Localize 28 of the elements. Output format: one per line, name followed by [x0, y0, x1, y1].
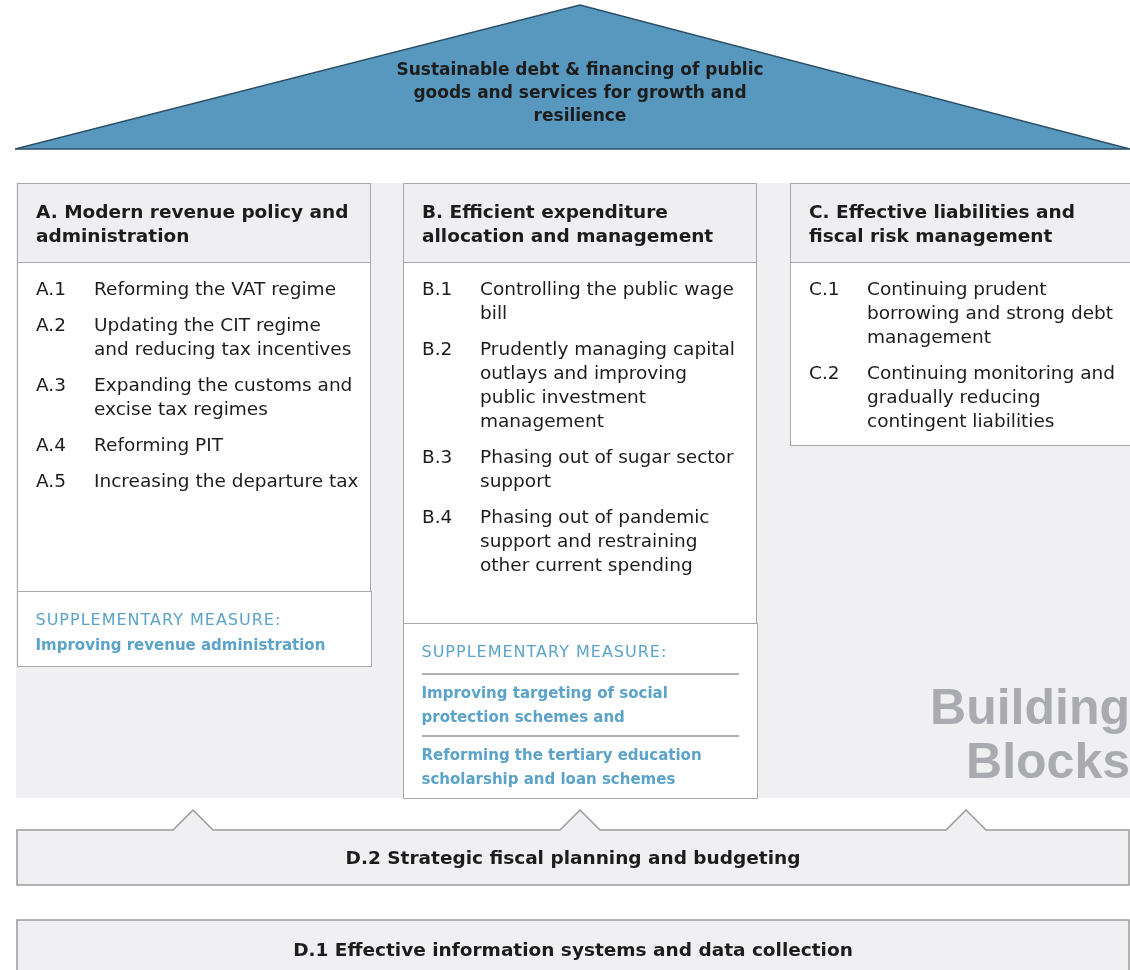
- band-text: D.2 Strategic fiscal planning and budgeting: [344, 846, 802, 870]
- measure-item: C.1 Continuing prudent borrowing and strong debt management: [809, 277, 1115, 349]
- watermark-title: Building Blocks: [929, 680, 1130, 788]
- column-heading: A. Modern revenue policy and administration: [18, 184, 370, 263]
- column-card: [403, 183, 757, 798]
- column-card: [17, 183, 371, 666]
- column-heading: B. Efficient expenditure allocation and management: [404, 184, 756, 263]
- band-text: D.1 Effective information systems and data collection: [292, 937, 854, 962]
- supplementary-heading: SUPPLEMENTARY MEASURE:: [421, 641, 669, 661]
- column-card: [790, 183, 1130, 446]
- column-heading: C. Effective liabilities and fiscal risk management: [791, 184, 1130, 263]
- measure-item: B.4 Phasing out of pandemic support and restraining other current spending: [422, 505, 711, 577]
- supplementary-heading: SUPPLEMENTARY MEASURE:: [35, 609, 283, 629]
- measure-item: C.2 Continuing monitoring and gradually reducing contingent liabilities: [809, 361, 1116, 433]
- supplementary-item: Improving revenue administration: [35, 634, 327, 656]
- measure-item: A.5 Increasing the departure tax: [36, 469, 360, 493]
- supplementary-item: Reforming the tertiary education scholarship and loan schemes: [421, 744, 703, 790]
- measure-item: B.3 Phasing out of sugar sector support: [422, 445, 735, 493]
- supplementary-item: Improving targeting of social protection schemes and: [421, 682, 669, 728]
- measure-item: A.1 Reforming the VAT regime: [36, 277, 337, 301]
- measure-item: B.1 Controlling the public wage bill: [422, 277, 735, 325]
- measure-item: B.2 Prudently managing capital outlays and improving public investment management: [422, 337, 736, 433]
- measure-item: A.4 Reforming PIT: [36, 433, 224, 457]
- roof-text: Sustainable debt & financing of public goods and services for growth and resilience: [395, 58, 765, 127]
- measure-item: A.3 Expanding the customs and excise tax regimes: [36, 373, 354, 421]
- supplementary-panel: [16, 590, 372, 667]
- supplementary-panel: [402, 622, 758, 799]
- measure-item: A.2 Updating the CIT regime and reducing tax incentives: [36, 313, 353, 361]
